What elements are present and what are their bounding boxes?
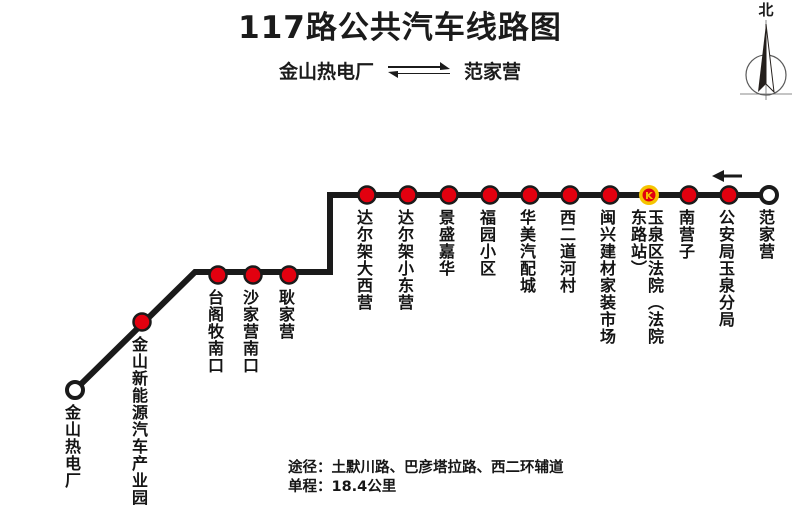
station-label: 达尔架大西营 [354, 209, 373, 311]
station-label: 金山热电厂 [62, 404, 81, 489]
station-label: 南营子 [676, 209, 695, 260]
station-marker[interactable] [357, 185, 377, 205]
route-destination-label: 范家营 [464, 61, 522, 83]
footer-notes: 途径：土默川路、巴彦塔拉路、西二环辅道 单程：18.4公里 [288, 459, 564, 497]
route-origin-label: 金山热电厂 [278, 61, 374, 83]
station-label: 金山新能源汽车产业园 [129, 336, 148, 506]
station-label: 福园小区 [477, 209, 496, 277]
route-endpoints: 金山热电厂 范家营 [0, 57, 800, 84]
station-marker[interactable] [65, 380, 85, 400]
footer-distance-line: 单程：18.4公里 [288, 479, 397, 495]
station-marker[interactable] [132, 312, 152, 332]
station-label: 景盛嘉华 [436, 209, 455, 277]
compass: 北 [736, 2, 796, 104]
footer-via-line: 途径：土默川路、巴彦塔拉路、西二环辅道 [288, 460, 564, 476]
station-marker[interactable] [243, 265, 263, 285]
station-marker[interactable] [480, 185, 500, 205]
station-marker[interactable] [398, 185, 418, 205]
station-marker[interactable] [279, 265, 299, 285]
station-label: 沙家营南口 [240, 289, 259, 374]
transfer-k-glyph: K [645, 191, 654, 202]
direction-arrow-icon [712, 170, 742, 182]
station-marker[interactable] [520, 185, 540, 205]
station-label: 达尔架小东营 [395, 209, 414, 311]
station-label: 耿家营 [276, 289, 295, 340]
station-marker[interactable] [600, 185, 620, 205]
station-marker[interactable] [719, 185, 739, 205]
compass-north-label: 北 [758, 1, 774, 19]
station-marker[interactable] [560, 185, 580, 205]
station-marker[interactable]: K [639, 185, 659, 205]
station-label: 公安局玉泉分局 [716, 209, 735, 328]
station-label: 范家营 [756, 209, 775, 260]
station-label: 闽兴建材家装市场 [597, 209, 616, 345]
compass-needle-icon [740, 20, 792, 100]
station-marker[interactable] [759, 185, 779, 205]
station-label: 华美汽配城 [517, 209, 536, 294]
station-label: 台阁牧南口 [205, 289, 224, 374]
bidirectional-arrow-icon [388, 61, 450, 81]
station-marker[interactable] [208, 265, 228, 285]
station-label: 西二道河村 [557, 209, 576, 294]
station-marker[interactable] [439, 185, 459, 205]
station-marker[interactable] [679, 185, 699, 205]
page-title: 117路公共汽车线路图 [238, 10, 562, 46]
route-line [72, 192, 769, 393]
station-label: 玉泉区法院（法院东路站） [628, 209, 664, 345]
